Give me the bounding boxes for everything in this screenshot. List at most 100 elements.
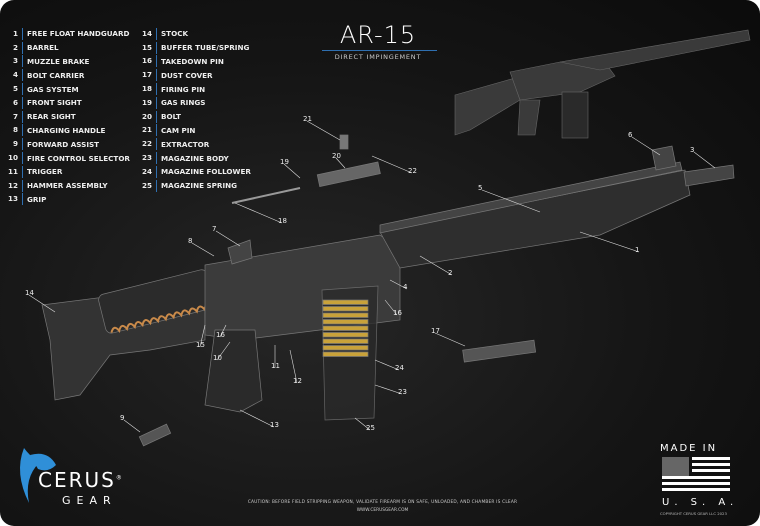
legend-number: 9 [0,138,23,151]
callout-leaders [28,120,716,433]
top-rail [379,161,683,234]
callout-leader-line [289,349,298,384]
forward-assist-part [138,423,172,447]
legend-item: 19 GAS RINGS [134,96,251,110]
callout-leader-line [371,155,413,174]
cam-pin-part [339,134,349,150]
cartridge [322,325,369,331]
website-text: WWW.CERUSGEAR.COM [356,508,409,513]
callout-number: 14 [25,289,34,297]
callout-leader-line [481,189,541,213]
legend-label: HAMMER ASSEMBLY [27,181,108,191]
legend-label: EXTRACTOR [161,139,210,149]
legend-label: BARREL [27,43,59,53]
legend-label: MUZZLE BRAKE [27,56,90,66]
callout-number: 10 [213,354,222,362]
legend-label: TAKEDOWN PIN [161,56,224,66]
legend-label: FIRE CONTROL SELECTOR [27,153,130,163]
firing-pin-part [231,187,301,204]
legend-label: DUST COVER [161,70,213,80]
front-sight [651,145,677,171]
legend-label: FIRING PIN [161,84,206,94]
exploded-rifle-image [41,134,735,447]
callout-leader-line [579,231,640,253]
legend-number: 21 [134,124,157,137]
callout-leader-line [419,255,453,276]
callout-leader-line [335,157,346,169]
legend-number: 17 [134,69,157,82]
caution-text: CAUTION: BEFORE FIELD STRIPPING WEAPON, … [247,500,518,505]
legend-item: 21 CAM PIN [134,124,251,138]
legend-label: GAS RINGS [161,98,206,108]
registered-mark: ® [115,474,124,482]
callout-leader-line [123,419,141,433]
legend-label: BUFFER TUBE/SPRING [161,43,250,53]
callout-leader-line [374,359,400,371]
callout-number: 17 [431,327,440,335]
callout-leader-line [234,202,283,224]
callout-leader-line [216,341,231,361]
legend-number: 10 [0,152,23,165]
callout-number: 22 [408,167,417,175]
legend-label: MAGAZINE BODY [161,153,229,163]
callout-leader-line [354,417,371,431]
legend-label: FORWARD ASSIST [27,139,100,149]
legend-label: BOLT [161,112,181,122]
copyright-text: COPYRIGHT CERUS GEAR LLC 2023 [660,511,727,516]
callout-leader-line [283,163,301,179]
made-in-text: MADE IN [660,443,718,454]
callout-leader-line [219,324,227,338]
callout-number: 7 [212,225,216,233]
callout-leader-line [434,332,466,347]
legend-number: 18 [134,83,157,96]
callout-leader-line [306,120,341,141]
legend-label: CHARGING HANDLE [27,125,106,135]
callout-number: 5 [478,184,482,192]
legend-label: GAS SYSTEM [27,84,79,94]
callout-leader-line [631,136,661,156]
cartridge [322,338,369,344]
legend-number: 11 [0,165,23,178]
callout-leader-line [199,324,206,348]
legend-number: 19 [134,96,157,109]
legend-item: 5 GAS SYSTEM [0,82,130,96]
grip [204,329,263,413]
legend-number: 6 [0,96,23,109]
legend-number: 24 [134,165,157,178]
legend-item: 2 BARREL [0,41,130,55]
legend-number: 1 [0,27,23,40]
subtitle: DIRECT IMPINGEMENT [334,53,422,61]
callout-numbers: 2122201918635127841416161510111217242325… [25,115,694,432]
legend-label: BOLT CARRIER [27,70,85,80]
cartridge [322,351,369,357]
legend-item: 4 BOLT CARRIER [0,68,130,82]
usa-flag-icon [662,457,730,491]
legend-number: 2 [0,41,23,54]
assembled-rifle-image [454,29,751,139]
legend-label: MAGAZINE SPRING [161,181,238,191]
cartridges [322,299,369,357]
legend-number: 16 [134,55,157,68]
legend-number: 4 [0,69,23,82]
callout-leader-line [28,294,56,313]
bolt-part [316,161,381,187]
callout-number: 9 [120,414,124,422]
page-title: AR-15 [339,21,417,49]
title-divider [322,50,437,51]
legend-number: 5 [0,83,23,96]
brand-name-text: CERUS [38,468,116,492]
legend-number: 14 [134,27,157,40]
legend-label: TRIGGER [27,167,63,177]
legend-number: 12 [0,179,23,192]
callout-number: 21 [303,115,312,123]
legend-item: 17 DUST COVER [134,68,251,82]
cartridge [322,306,369,312]
legend-number: 23 [134,152,157,165]
legend-label: CAM PIN [161,125,196,135]
brand-name: CERUS® [38,470,124,490]
